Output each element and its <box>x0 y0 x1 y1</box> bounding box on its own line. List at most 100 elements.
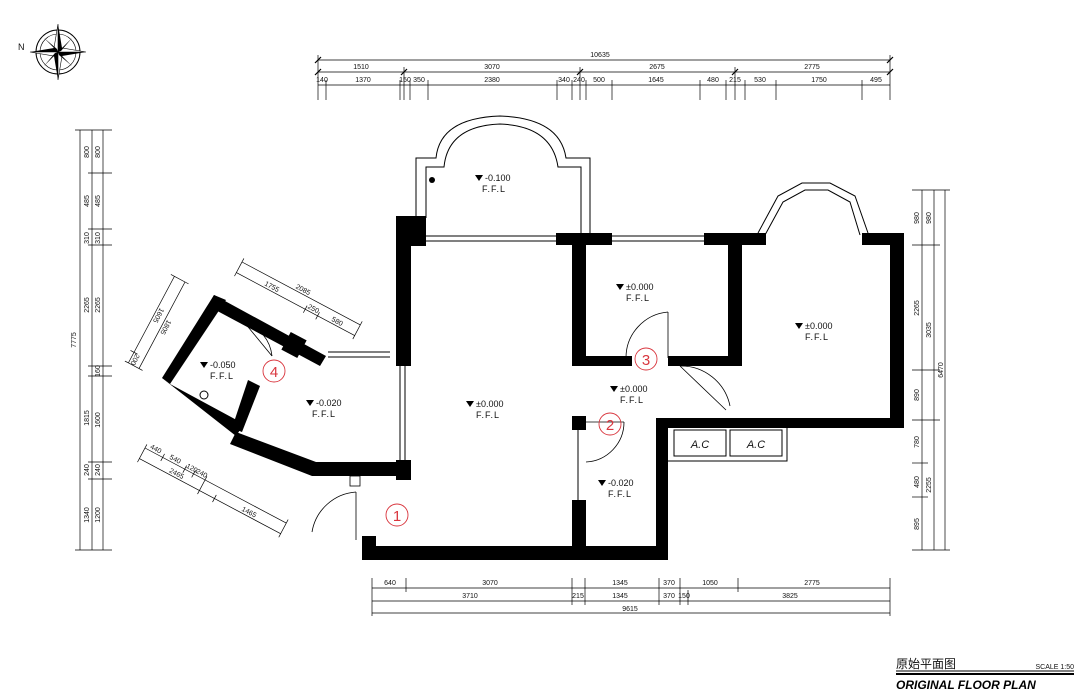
right-dimension-inner: 980 2265 890 780 480 895 <box>914 212 921 530</box>
dim-left-overall: 7775 <box>71 332 78 348</box>
dim-right-overall: 6470 <box>938 362 945 378</box>
svg-text:150: 150 <box>678 593 690 600</box>
svg-text:1755: 1755 <box>263 281 280 295</box>
title-chinese: 原始平面图 <box>896 657 956 671</box>
svg-text:1465: 1465 <box>240 506 257 520</box>
svg-text:1805: 1805 <box>158 318 172 335</box>
svg-text:2265: 2265 <box>84 297 91 313</box>
svg-text:1510: 1510 <box>353 64 369 71</box>
svg-text:800: 800 <box>84 146 91 158</box>
svg-text:1345: 1345 <box>612 580 628 587</box>
svg-text:895: 895 <box>914 518 921 530</box>
svg-text:F.F.L: F.F.L <box>482 184 506 194</box>
top-dimension-lines <box>317 55 891 100</box>
svg-text:F.F.L: F.F.L <box>476 410 500 420</box>
bottom-dimension-row1: 640 3070 1345 370 1050 2775 <box>384 580 820 587</box>
svg-text:3035: 3035 <box>926 322 933 338</box>
svg-text:800: 800 <box>95 146 102 158</box>
svg-text:215: 215 <box>729 77 741 84</box>
svg-text:250: 250 <box>306 304 320 316</box>
svg-text:340: 340 <box>558 77 570 84</box>
svg-text:440: 440 <box>149 444 163 456</box>
svg-text:F.F.L: F.F.L <box>210 371 234 381</box>
svg-text:495: 495 <box>870 77 882 84</box>
svg-text:2775: 2775 <box>804 64 820 71</box>
svg-text:240: 240 <box>84 464 91 476</box>
svg-text:2775: 2775 <box>804 580 820 587</box>
svg-text:480: 480 <box>914 476 921 488</box>
svg-text:890: 890 <box>914 389 921 401</box>
svg-text:215: 215 <box>572 593 584 600</box>
svg-text:2465: 2465 <box>168 468 185 482</box>
svg-text:485: 485 <box>95 195 102 207</box>
bottom-dimension-row2: 3710 215 1345 370 150 3825 <box>462 593 798 600</box>
svg-text:200: 200 <box>128 352 140 366</box>
room-hall: ±0.000 F.F.L <box>610 384 647 405</box>
right-dimension-lines <box>912 189 950 551</box>
svg-text:F.F.L: F.F.L <box>626 293 650 303</box>
svg-text:1370: 1370 <box>355 77 371 84</box>
room-kitchen: -0.020 F.F.L <box>598 478 634 499</box>
drain-icon <box>429 177 435 183</box>
svg-text:-0.050: -0.050 <box>210 360 236 370</box>
svg-text:3070: 3070 <box>484 64 500 71</box>
marker-3: 3 <box>634 347 658 371</box>
svg-text:2085: 2085 <box>294 284 311 298</box>
bottom-dimension-lines <box>371 578 891 616</box>
svg-text:980: 980 <box>926 212 933 224</box>
left-dimension-outer: 800 485 310 2265 1815 240 1340 <box>84 146 91 523</box>
svg-text:3070: 3070 <box>482 580 498 587</box>
svg-text:530: 530 <box>754 77 766 84</box>
svg-text:350: 350 <box>413 77 425 84</box>
room-3-level: ±0.000 F.F.L <box>616 282 653 303</box>
svg-text:±0.000: ±0.000 <box>476 399 503 409</box>
svg-text:2: 2 <box>606 417 614 434</box>
svg-text:2265: 2265 <box>914 300 921 316</box>
right-dimension-outer: 980 3035 2255 <box>926 212 933 493</box>
svg-text:4: 4 <box>270 364 278 381</box>
doors <box>243 311 731 540</box>
svg-text:310: 310 <box>84 232 91 244</box>
left-dimension-lines <box>75 129 112 551</box>
svg-text:1200: 1200 <box>95 507 102 523</box>
svg-text:1340: 1340 <box>84 507 91 523</box>
svg-text:780: 780 <box>914 436 921 448</box>
svg-text:1645: 1645 <box>648 77 664 84</box>
dim-top-overall: 10635 <box>590 52 610 59</box>
svg-text:-0.020: -0.020 <box>608 478 634 488</box>
svg-text:240: 240 <box>195 468 209 480</box>
top-dimension-row2: 140 1370 150 350 2380 340 240 500 1645 4… <box>316 77 882 84</box>
svg-text:3710: 3710 <box>462 593 478 600</box>
svg-text:580: 580 <box>330 316 344 328</box>
svg-text:500: 500 <box>593 77 605 84</box>
svg-text:1345: 1345 <box>612 593 628 600</box>
ac-unit-left: A.C <box>690 439 709 451</box>
svg-text:140: 140 <box>316 77 328 84</box>
svg-text:±0.000: ±0.000 <box>620 384 647 394</box>
title-block: 原始平面图 ORIGINAL FLOOR PLAN SCALE 1:50 <box>896 657 1074 691</box>
svg-text:310: 310 <box>95 232 102 244</box>
svg-text:160: 160 <box>95 365 102 377</box>
svg-text:-0.020: -0.020 <box>316 398 342 408</box>
room-balcony: -0.100 F.F.L <box>475 173 511 194</box>
top-dimension-ticks <box>314 56 894 76</box>
svg-text:1: 1 <box>393 508 401 525</box>
svg-text:2255: 2255 <box>926 477 933 493</box>
thick-walls <box>162 216 904 560</box>
top-dimension-row1: 1510 3070 2675 2775 <box>353 64 820 71</box>
svg-text:-0.100: -0.100 <box>485 173 511 183</box>
title-english: ORIGINAL FLOOR PLAN <box>896 678 1036 691</box>
svg-text:540: 540 <box>168 454 182 466</box>
room-living: ±0.000 F.F.L <box>466 399 503 420</box>
room-study: -0.020 F.F.L <box>306 398 342 419</box>
svg-text:1605: 1605 <box>151 307 165 324</box>
svg-text:150: 150 <box>399 77 411 84</box>
svg-text:980: 980 <box>914 212 921 224</box>
dim-bottom-overall: 9615 <box>622 606 638 613</box>
svg-text:2675: 2675 <box>649 64 665 71</box>
left-dimension-inner: 800 485 310 2265 160 1600 240 1200 <box>95 146 102 523</box>
svg-text:640: 640 <box>384 580 396 587</box>
scale-label: SCALE 1:50 <box>1035 664 1074 671</box>
svg-text:1815: 1815 <box>84 410 91 426</box>
